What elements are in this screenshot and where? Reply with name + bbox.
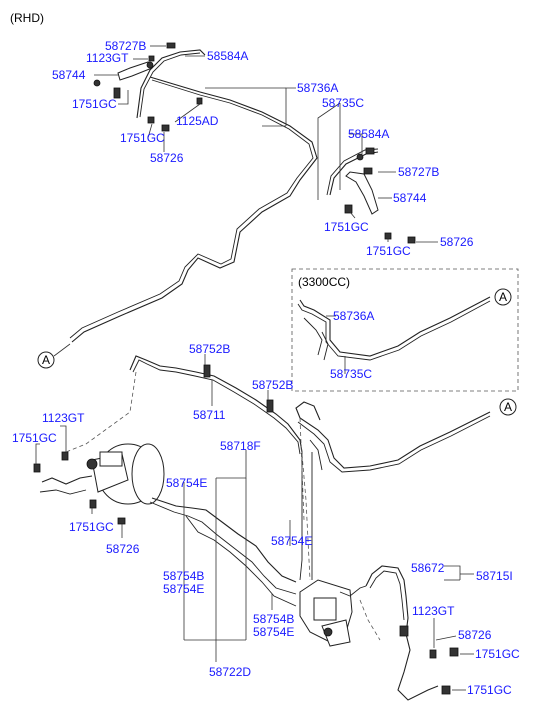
bolt-1123gt <box>148 55 155 62</box>
label-1751gc-a: 1751GC <box>72 97 117 111</box>
clip-1751gc <box>147 116 155 124</box>
svg-text:A: A <box>42 353 50 367</box>
label-1751gc-e: 1751GC <box>12 431 57 445</box>
clip-1123gt-rear <box>399 625 409 637</box>
label-58744-a: 58744 <box>52 68 86 82</box>
label-58754e-d: 58754E <box>253 625 294 639</box>
engine-variant-header: (3300CC) <box>298 275 350 289</box>
label-1125ad: 1125AD <box>176 114 219 128</box>
engine-variant-pipes <box>297 296 491 361</box>
label-1751gc-g: 1751GC <box>475 647 520 661</box>
pipe-right-a <box>295 401 491 473</box>
label-58726-b: 58726 <box>440 235 474 249</box>
pipe-58711 <box>129 355 303 455</box>
clip-58726 <box>161 124 170 132</box>
abs-unit <box>299 579 367 647</box>
flex-hose <box>117 61 153 81</box>
label-58727b-b: 58727B <box>398 165 439 179</box>
label-58711: 58711 <box>193 408 226 422</box>
label-58754e-c: 58754E <box>163 582 204 596</box>
clip-1751gc-g <box>449 647 459 657</box>
clip-1751gc-right <box>344 204 353 214</box>
label-58584a-b: 58584A <box>348 127 389 141</box>
front-right-hose-assembly <box>326 147 416 244</box>
reservoir <box>99 451 123 467</box>
a-marker-2: A <box>494 288 512 306</box>
label-58736a-b: 58736A <box>333 309 374 323</box>
label-58722d: 58722D <box>209 665 251 679</box>
leader-lines <box>35 45 474 691</box>
label-58754b-a: 58754B <box>163 569 204 583</box>
label-58726-d: 58726 <box>458 628 492 642</box>
label-58754e-b: 58754E <box>271 534 312 548</box>
label-1751gc-h: 1751GC <box>467 683 512 697</box>
label-58726-a: 58726 <box>150 151 184 165</box>
engine-variant-box <box>291 268 519 392</box>
label-58744-b: 58744 <box>393 191 427 205</box>
clip-58752b-a <box>203 364 211 378</box>
rhd-header: (RHD) <box>10 11 44 25</box>
rear-right-hose-assembly <box>365 565 459 701</box>
label-1123gt-b: 1123GT <box>42 411 85 425</box>
label-58718f: 58718F <box>220 439 261 453</box>
label-1751gc-f: 1751GC <box>69 520 114 534</box>
clip-58727b <box>166 42 176 49</box>
label-58754b-b: 58754B <box>253 612 294 626</box>
a-marker-1: A <box>37 343 71 369</box>
label-58726-c: 58726 <box>106 542 140 556</box>
flex-hose-right <box>345 171 379 215</box>
label-1123gt-a: 1123GT <box>86 51 129 65</box>
clip <box>113 87 121 99</box>
svg-text:A: A <box>504 400 512 414</box>
label-1123gt-c: 1123GT <box>412 604 455 618</box>
main-brake-pipe <box>69 76 318 343</box>
label-58584a-a: 58584A <box>207 49 248 63</box>
label-58736a-a: 58736A <box>297 81 338 95</box>
front-left-hose-assembly <box>93 42 206 132</box>
label-58735c-a: 58735C <box>322 96 364 110</box>
label-58735c-b: 58735C <box>330 367 372 381</box>
clip-58726-right <box>407 236 416 244</box>
clip-1751gc-h <box>441 685 451 695</box>
brake-booster-assembly <box>33 443 165 525</box>
label-58754e-a: 58754E <box>166 476 207 490</box>
label-58752b-a: 58752B <box>189 342 230 356</box>
label-1751gc-b: 1751GC <box>120 131 165 145</box>
a-marker-3: A <box>499 398 517 416</box>
label-58672: 58672 <box>411 561 445 575</box>
label-58727b-a: 58727B <box>105 39 146 53</box>
label-1751gc-d: 1751GC <box>366 244 411 258</box>
clip-58726-rear <box>429 649 437 659</box>
label-58752b-b: 58752B <box>252 378 293 392</box>
dashed-connectors <box>65 371 381 641</box>
clip-58752b-b <box>266 399 274 413</box>
label-1751gc-c: 1751GC <box>324 220 369 234</box>
label-58715i: 58715I <box>476 569 513 583</box>
bolt-1125ad <box>196 97 203 105</box>
clip-58727b-right <box>363 167 373 175</box>
svg-text:A: A <box>499 290 507 304</box>
